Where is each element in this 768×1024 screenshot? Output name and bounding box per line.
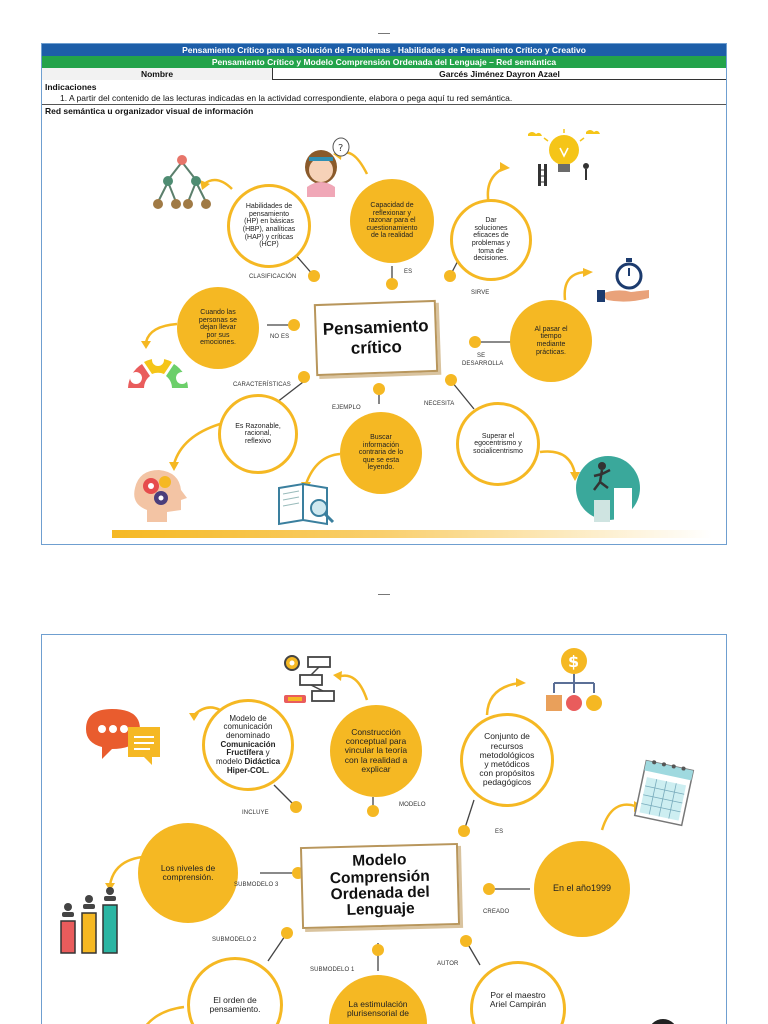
people-bar-chart-icon: [60, 887, 118, 954]
hierarchy-tree-icon: [153, 155, 211, 209]
link-label-se: SE: [477, 353, 486, 359]
document-page-1: Pensamiento Crítico para la Solución de …: [41, 43, 727, 545]
indicaciones-text: 1. A partir del contenido de las lectura…: [60, 93, 513, 103]
svg-text:?: ?: [338, 143, 343, 154]
link-label-es: ES: [495, 829, 504, 835]
connectors-2: [105, 671, 644, 1024]
semantic-map-1: ?: [42, 44, 728, 546]
climbing-person-icon: [576, 456, 640, 522]
red-semantica-title: Red semántica u organizador visual de in…: [45, 106, 254, 116]
gears-head-icon: [134, 470, 187, 522]
emotion-gauge-icon: [128, 354, 188, 388]
decorative-dark-shape: [648, 1019, 678, 1024]
calendar-icon: [633, 759, 695, 827]
link-label-clasificacion: CLASIFICACIÓN: [249, 274, 297, 280]
link-label-submodelo-2: SUBMODELO 2: [212, 937, 257, 943]
page-mark: [378, 33, 390, 34]
hand-stopwatch-icon: [597, 258, 649, 302]
header-title: Pensamiento Crítico para la Solución de …: [42, 44, 726, 56]
idea-bulb-people-icon: [528, 129, 600, 186]
name-row: Nombre Garcés Jiménez Dayron Azael: [42, 68, 726, 80]
link-label-sirve: SIRVE: [471, 290, 490, 296]
name-value: Garcés Jiménez Dayron Azael: [439, 69, 560, 79]
link-label-caracteristicas: CARACTERÍSTICAS: [233, 382, 291, 388]
link-label-es: ES: [404, 269, 413, 275]
node-es-razonable: Es Razonable,racional,reflexivo: [218, 394, 298, 474]
node-en-el-anio-1999: En el año1999: [534, 841, 630, 937]
divider: [42, 104, 726, 105]
chat-bubbles-icon: [86, 709, 160, 765]
header-subtitle: Pensamiento Crítico y Modelo Comprensión…: [42, 56, 726, 68]
link-label-modelo: MODELO: [399, 802, 426, 808]
link-label-submodelo-1: SUBMODELO 1: [310, 967, 355, 973]
decorative-footer-strip: [112, 530, 712, 538]
settings-flowchart-icon: [284, 655, 335, 703]
link-label-autor: AUTOR: [437, 961, 459, 967]
name-label: Nombre: [42, 68, 273, 80]
thinking-girl-icon: ?: [305, 137, 350, 197]
svg-text:$: $: [568, 652, 579, 671]
page-mark: [378, 594, 390, 595]
indicaciones-title: Indicaciones: [45, 82, 97, 92]
link-label-incluye: INCLUYE: [242, 810, 269, 816]
link-label-desarrolla: DESARROLLA: [462, 361, 504, 367]
money-diagram-icon: $: [546, 648, 602, 711]
link-label-no-es: NO ES: [270, 334, 290, 340]
open-book-magnifier-icon: [278, 482, 335, 526]
link-label-ejemplo: EJEMPLO: [332, 405, 361, 411]
link-label-creado: CREADO: [483, 909, 510, 915]
link-label-submodelo-3: SUBMODELO 3: [234, 882, 279, 888]
link-label-necesita: NECESITA: [424, 401, 455, 407]
